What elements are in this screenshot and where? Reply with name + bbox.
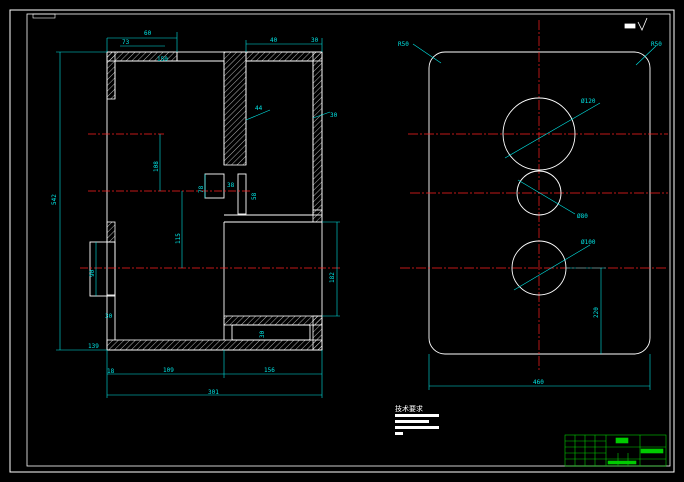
dim-44: 44 bbox=[255, 105, 263, 112]
inner-border bbox=[26, 13, 671, 467]
left-view: 60 73 150 40 30 44 30 542 108 115 78 38 … bbox=[51, 30, 340, 398]
dim-156: 156 bbox=[264, 367, 275, 374]
tech-req-line-2 bbox=[395, 420, 429, 423]
dim-182: 182 bbox=[329, 272, 336, 283]
tech-req-line-3 bbox=[395, 426, 439, 429]
dim-90: 90 bbox=[89, 269, 96, 277]
section-walls bbox=[106, 51, 323, 351]
dim-150: 150 bbox=[157, 56, 168, 63]
dim-460: 460 bbox=[533, 379, 544, 386]
technical-requirements: 技术要求 bbox=[395, 404, 439, 435]
dim-58: 58 bbox=[251, 192, 258, 200]
title-block bbox=[564, 434, 667, 467]
dim-30-right: 30 bbox=[330, 112, 338, 119]
dim-30-top: 30 bbox=[311, 37, 319, 44]
outer-border bbox=[9, 9, 675, 473]
dim-73: 73 bbox=[122, 39, 130, 46]
dim-60: 60 bbox=[144, 30, 152, 37]
left-dim-lines bbox=[56, 32, 340, 398]
dim-542: 542 bbox=[51, 194, 58, 205]
right-dim-lines bbox=[412, 43, 657, 390]
dim-dia120: Ø120 bbox=[581, 98, 596, 105]
roughness-symbol bbox=[624, 17, 648, 31]
dim-109: 109 bbox=[163, 367, 174, 374]
dim-40-top: 40 bbox=[270, 37, 278, 44]
dim-139: 139 bbox=[88, 343, 99, 350]
hole-120 bbox=[502, 97, 576, 171]
tech-req-line-1 bbox=[395, 414, 439, 417]
body-outline bbox=[89, 51, 323, 351]
hole-80 bbox=[516, 170, 562, 216]
dim-220: 220 bbox=[593, 307, 600, 318]
dim-78: 78 bbox=[198, 185, 205, 193]
dim-dia80: Ø80 bbox=[577, 213, 588, 220]
right-centerlines bbox=[400, 20, 668, 370]
dim-r50-right: R50 bbox=[651, 41, 662, 48]
tech-req-title: 技术要求 bbox=[395, 404, 423, 413]
dim-30-bottom: 30 bbox=[259, 330, 266, 338]
right-view: R50 R50 Ø120 Ø80 Ø100 220 460 bbox=[398, 20, 668, 390]
dim-108: 108 bbox=[153, 161, 160, 172]
plate-outline bbox=[428, 51, 651, 355]
corner-tab bbox=[32, 13, 56, 19]
tech-req-line-4 bbox=[395, 432, 403, 435]
dim-38: 38 bbox=[227, 182, 235, 189]
dim-301: 301 bbox=[208, 389, 219, 396]
dim-30-left: 30 bbox=[105, 313, 113, 320]
dim-115: 115 bbox=[175, 233, 182, 244]
dim-18: 18 bbox=[107, 368, 115, 375]
left-centerlines bbox=[80, 133, 340, 269]
dim-r50-left: R50 bbox=[398, 41, 409, 48]
dim-dia100: Ø100 bbox=[581, 239, 596, 246]
